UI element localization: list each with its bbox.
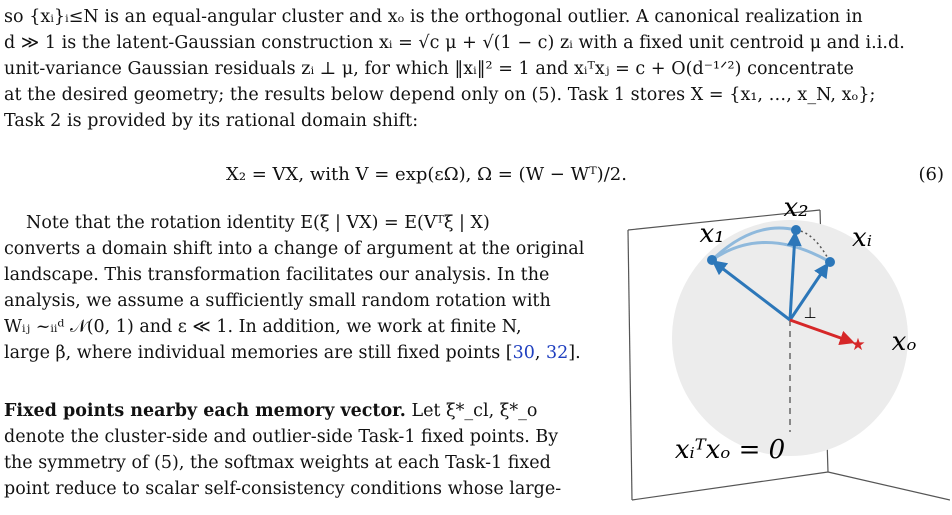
body-line-1: so {xᵢ}ᵢ≤N is an equal-angular cluster a… — [4, 7, 863, 27]
section-heading-line: Fixed points nearby each memory vector. … — [4, 398, 537, 424]
label-x1: x₁ — [699, 219, 724, 249]
para-line-1: Note that the rotation identity E(ξ | VX… — [26, 213, 490, 233]
vector-xo — [789, 318, 855, 346]
para2-line-1: denote the cluster-side and outlier-side… — [4, 427, 559, 447]
geometry-figure: ★ x₁ x₂ xᵢ xₒ ⊥ xᵢᵀxₒ = 0 — [614, 193, 951, 511]
para2-line-3: point reduce to scalar self-consistency … — [4, 479, 562, 499]
vector-x2 — [786, 231, 802, 321]
heading-rest: Let ξ*_cl, ξ*_o — [405, 401, 538, 421]
point-x2 — [791, 225, 801, 235]
para-line-5: Wᵢⱼ ~ᵢᵢᵈ 𝒩(0, 1) and ε ≪ 1. In addition,… — [4, 317, 522, 337]
body-line-2: d ≫ 1 is the latent-Gaussian constructio… — [4, 33, 905, 53]
frame-edge-left — [627, 229, 633, 501]
outlier-star-icon: ★ — [850, 335, 865, 355]
paragraph-heading: Fixed points nearby each memory vector. — [4, 401, 406, 421]
body-line-5: Task 2 is provided by its rational domai… — [4, 111, 419, 131]
citation-link-32[interactable]: 32 — [546, 343, 569, 363]
para-line-6-end: ]. — [568, 343, 581, 363]
para2-line-2: the symmetry of (5), the softmax weights… — [4, 453, 551, 473]
equation-6: X₂ = VX, with V = exp(εΩ), Ω = (W − Wᵀ)/… — [226, 164, 627, 185]
body-line-4: at the desired geometry; the results bel… — [4, 85, 876, 105]
label-x2: x₂ — [783, 200, 808, 223]
vector-xi — [788, 262, 829, 321]
para-line-6: large β, where individual memories are s… — [4, 340, 581, 366]
para-line-3: landscape. This transformation facilitat… — [4, 265, 550, 285]
label-xi: xᵢ — [852, 223, 872, 253]
cluster-arc-2 — [711, 241, 831, 264]
citation-link-30[interactable]: 30 — [512, 343, 535, 363]
para-line-4: analysis, we assume a sufficiently small… — [4, 291, 551, 311]
vector-x1 — [711, 260, 791, 322]
point-x1 — [707, 255, 717, 265]
unit-sphere — [672, 220, 908, 456]
frame-edge-top — [627, 209, 821, 231]
equation-number: (6) — [918, 164, 945, 185]
citation-separator: , — [534, 343, 546, 363]
point-xi — [825, 257, 835, 267]
frame-edge-bottom — [631, 471, 829, 501]
label-xo: xₒ — [892, 327, 917, 357]
para-line-2: converts a domain shift into a change of… — [4, 239, 585, 259]
frame-edge-right — [827, 471, 951, 501]
para-line-6-text: large β, where individual memories are s… — [4, 343, 513, 363]
orthogonality-caption: xᵢᵀxₒ = 0 — [675, 435, 785, 465]
body-line-3: unit-variance Gaussian residuals zᵢ ⊥ μ,… — [4, 59, 854, 79]
perpendicular-symbol: ⊥ — [803, 304, 816, 322]
cluster-arc-1 — [710, 226, 797, 262]
figure-svg: ★ x₁ x₂ xᵢ xₒ ⊥ xᵢᵀxₒ = 0 — [627, 193, 951, 501]
